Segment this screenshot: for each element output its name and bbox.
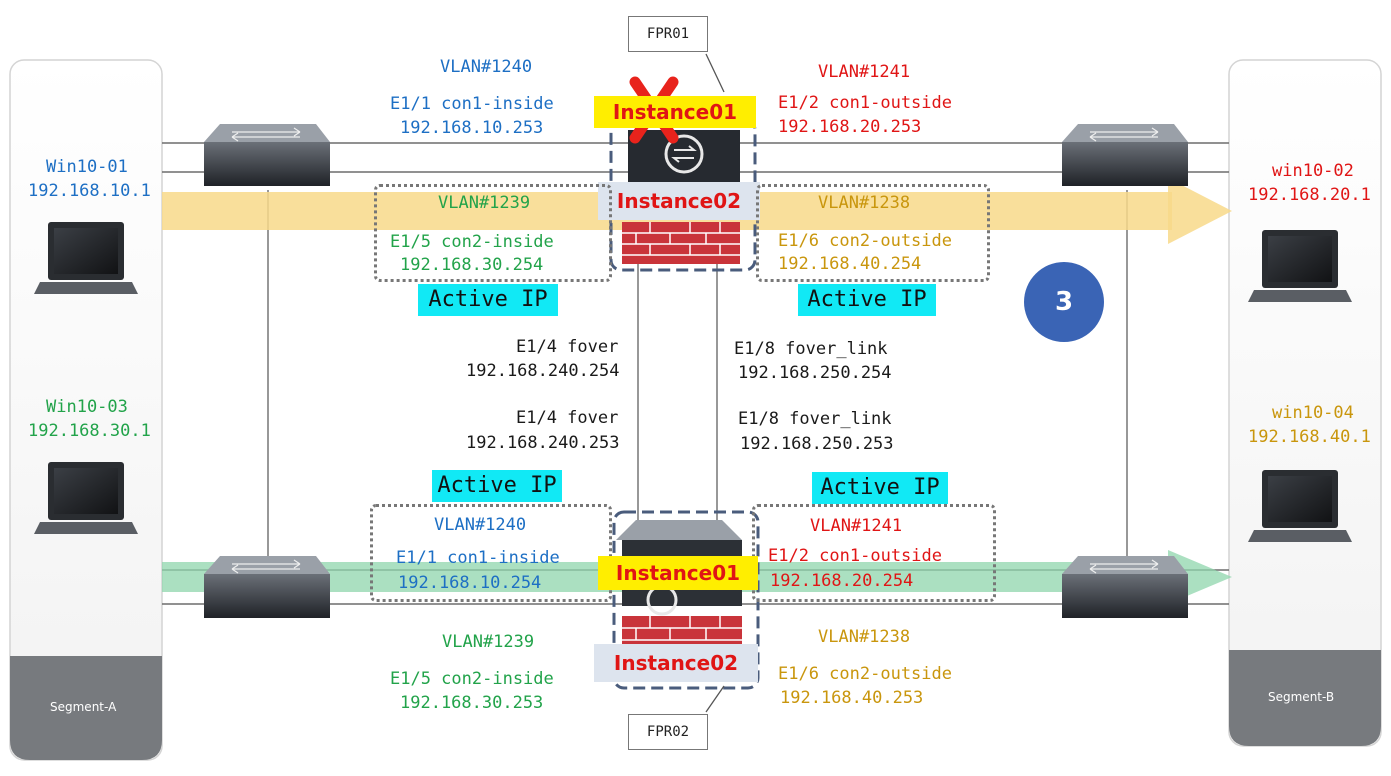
switch-bottom-left [204, 556, 330, 618]
fpr02-fover-ip: 192.168.240.253 [466, 433, 620, 453]
fpr02-fover-link-ip: 192.168.250.253 [740, 434, 894, 454]
fpr02-e1-1-iface: E1/1 con1-inside [396, 548, 560, 568]
fpr02-e1-5-iface: E1/5 con2-inside [390, 669, 554, 689]
switch-top-left [204, 124, 330, 186]
segment-b-label: Segment-B [1268, 690, 1335, 704]
fpr02-active-ip-left-badge: Active IP [432, 470, 562, 502]
fpr02-instance01-label: Instance01 [598, 556, 758, 590]
fpr01-active-ip-left-badge: Active IP [418, 284, 558, 316]
fpr02-vlan-1239: VLAN#1239 [442, 632, 535, 652]
step-number-badge: 3 [1024, 262, 1104, 342]
fpr01-instance02-label: Instance02 [598, 182, 760, 220]
fpr01-e1-6-iface: E1/6 con2-outside [778, 231, 952, 251]
fpr02-fover-link-iface: E1/8 fover_link [738, 409, 892, 429]
fpr01-e1-1-iface: E1/1 con1-inside [390, 94, 554, 114]
laptop-win10-03 [34, 462, 138, 534]
fpr01-fover-iface: E1/4 fover [516, 337, 619, 357]
fpr02-con1-outside-group [752, 504, 996, 602]
fpr02-e1-6-ip: 192.168.40.253 [780, 688, 924, 708]
fpr01-fover-ip: 192.168.240.254 [466, 361, 620, 381]
fpr02-pointer [705, 685, 725, 713]
fpr01-callout: FPR01 [628, 16, 708, 52]
fpr01-e1-2-iface: E1/2 con1-outside [778, 93, 952, 113]
fpr01-e1-1-ip: 192.168.10.253 [400, 118, 544, 138]
fpr02-vlan-1238: VLAN#1238 [818, 627, 911, 647]
fpr01-e1-5-ip: 192.168.30.254 [400, 255, 544, 275]
fpr01-con2-outside-group [756, 184, 990, 282]
fpr02-fover-iface: E1/4 fover [516, 408, 619, 428]
host-win10-01-ip: 192.168.10.1 [28, 181, 151, 201]
laptop-win10-04 [1248, 470, 1352, 542]
fpr01-pointer [705, 53, 725, 93]
fpr02-callout: FPR02 [628, 714, 708, 750]
laptop-win10-01 [34, 222, 138, 294]
fpr01-vlan-1238: VLAN#1238 [818, 193, 911, 213]
fpr01-fover-link-ip: 192.168.250.254 [738, 363, 892, 383]
host-win10-03-name: Win10-03 [46, 397, 128, 417]
fpr01-con2-inside-group [374, 184, 612, 282]
fpr02-e1-6-iface: E1/6 con2-outside [778, 664, 952, 684]
fpr01-e1-5-iface: E1/5 con2-inside [390, 232, 554, 252]
fpr01-e1-6-ip: 192.168.40.254 [778, 254, 922, 274]
fpr02-active-ip-right-badge: Active IP [812, 472, 948, 504]
fpr02-e1-2-iface: E1/2 con1-outside [768, 546, 942, 566]
fpr02-e1-2-ip: 192.168.20.254 [770, 571, 914, 591]
fpr01-e1-2-ip: 192.168.20.253 [778, 117, 922, 137]
host-win10-01-name: Win10-01 [46, 157, 128, 177]
fpr01-fover-link-iface: E1/8 fover_link [734, 339, 888, 359]
fpr01-active-ip-right-badge: Active IP [798, 284, 936, 316]
fpr01-instance01-label: Instance01 [594, 96, 756, 128]
host-win10-02-name: win10-02 [1272, 161, 1354, 181]
fpr02-vlan-1240: VLAN#1240 [434, 515, 527, 535]
fpr01-vlan-1239: VLAN#1239 [438, 193, 531, 213]
fpr02-instance02-label: Instance02 [594, 644, 758, 682]
host-win10-04-ip: 192.168.40.1 [1248, 427, 1371, 447]
host-win10-03-ip: 192.168.30.1 [28, 421, 151, 441]
fpr02-con1-inside-group [370, 504, 612, 602]
laptop-win10-02 [1248, 230, 1352, 302]
fpr02-vlan-1241: VLAN#1241 [810, 516, 903, 536]
fpr01-vlan-1241: VLAN#1241 [818, 62, 911, 82]
segment-a-label: Segment-A [50, 700, 117, 714]
fpr02-e1-1-ip: 192.168.10.254 [398, 573, 542, 593]
host-win10-04-name: win10-04 [1272, 403, 1354, 423]
host-win10-02-ip: 192.168.20.1 [1248, 185, 1371, 205]
switch-bottom-right [1062, 556, 1188, 618]
fpr01-vlan-1240: VLAN#1240 [440, 57, 533, 77]
switch-top-right [1062, 124, 1188, 186]
fpr02-e1-5-ip: 192.168.30.253 [400, 693, 544, 713]
